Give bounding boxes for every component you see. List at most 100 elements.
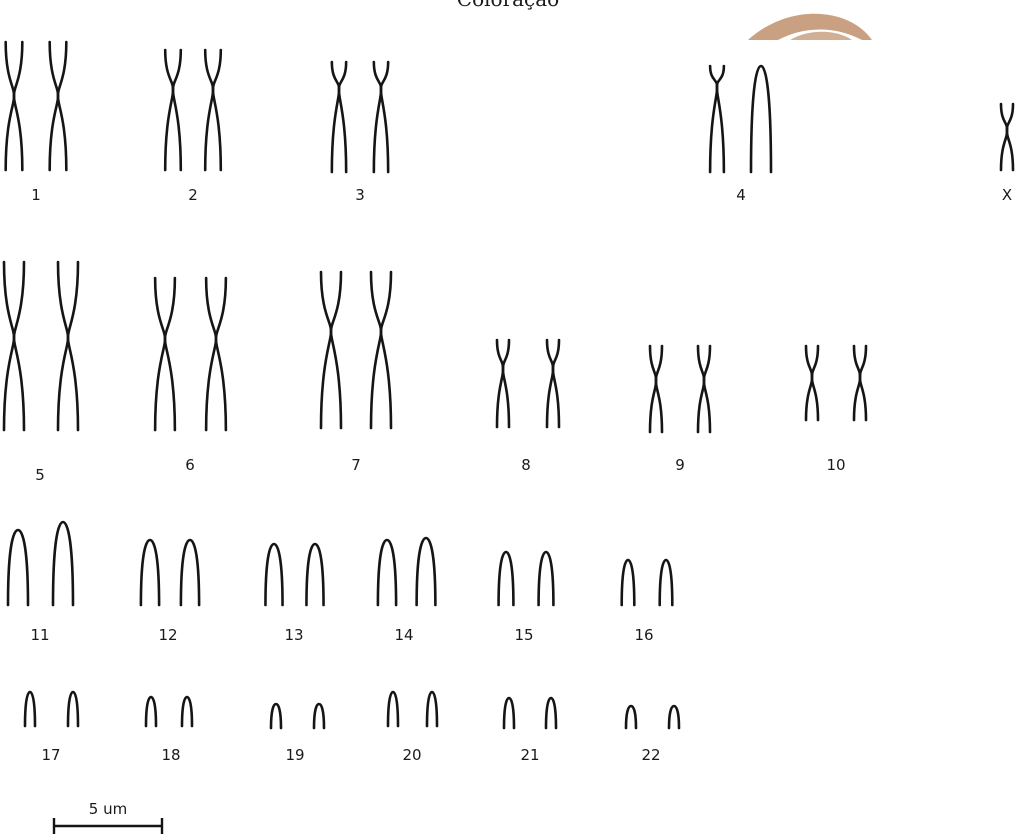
chromatid-arm xyxy=(417,538,436,605)
chromosome-pair-2: 2 xyxy=(165,50,221,204)
chromosome-pair-9: 9 xyxy=(650,346,710,474)
chromatid-arm xyxy=(50,42,67,170)
chromosome-label: 18 xyxy=(161,746,180,764)
chromosome xyxy=(53,522,73,605)
chromatid-arm xyxy=(626,706,636,728)
chromosome-pair-15: 15 xyxy=(499,552,554,644)
chromosome xyxy=(25,692,35,726)
chromosome xyxy=(374,62,388,172)
chromosome xyxy=(1001,104,1013,170)
chromatid-arm xyxy=(53,522,73,605)
chromosome xyxy=(4,262,24,430)
chromatid-arm xyxy=(321,272,341,428)
chromosome-pair-11: 11 xyxy=(8,522,73,644)
chromosome xyxy=(539,552,554,605)
chromosome xyxy=(181,540,199,605)
chromatid-arm xyxy=(6,42,23,170)
chromosome-label: 15 xyxy=(514,626,533,644)
chromosome-label: 4 xyxy=(736,186,746,204)
chromosome-pair-13: 13 xyxy=(265,544,323,644)
chromosome xyxy=(271,704,281,728)
brand-swoosh-logo xyxy=(748,14,872,40)
chromosome-label: 21 xyxy=(520,746,539,764)
chromosome-pair-3: 3 xyxy=(332,62,388,204)
chromosome-label: 5 xyxy=(35,466,45,484)
chromosome-label: 11 xyxy=(30,626,49,644)
chromatid-arm xyxy=(58,262,78,430)
chromosome-label: 22 xyxy=(641,746,660,764)
chromosome-label: X xyxy=(1002,186,1012,204)
chromatid-arm xyxy=(546,698,556,728)
chromatid-arm xyxy=(68,692,78,726)
chromosome-label: 3 xyxy=(355,186,365,204)
chromosome xyxy=(854,346,866,420)
chromosome xyxy=(669,706,679,728)
chromosome-label: 2 xyxy=(188,186,198,204)
chromosome xyxy=(650,346,662,432)
chromosome xyxy=(321,272,341,428)
diagram-title: Coloração xyxy=(457,0,559,11)
chromosome xyxy=(417,538,436,605)
chromatid-arm xyxy=(499,552,514,605)
chromosome-pair-7: 7 xyxy=(321,272,391,474)
chromosome-label: 8 xyxy=(521,456,531,474)
chromatid-arm xyxy=(6,42,23,170)
chromosome xyxy=(58,262,78,430)
chromatid-arm xyxy=(751,66,771,172)
chromatid-arm xyxy=(660,560,673,605)
chromosome-label: 9 xyxy=(675,456,685,474)
chromatid-arm xyxy=(306,544,323,605)
chromatid-arm xyxy=(427,692,437,726)
chromosome xyxy=(205,50,221,170)
chromosome-pair-18: 18 xyxy=(146,697,192,764)
chromosome xyxy=(547,340,559,427)
chromosome xyxy=(146,697,156,726)
scale-bar-label: 5 um xyxy=(89,800,127,818)
chromatid-arm xyxy=(539,552,554,605)
chromosome xyxy=(427,692,437,726)
chromosome xyxy=(710,66,724,172)
chromatid-arm xyxy=(388,692,398,726)
chromosome xyxy=(50,42,67,170)
chromosome xyxy=(182,697,192,726)
chromosome-label: 10 xyxy=(826,456,845,474)
chromosome xyxy=(314,704,324,728)
chromatid-arm xyxy=(622,560,635,605)
chromatid-arm xyxy=(321,272,341,428)
chromosome xyxy=(660,560,673,605)
chromosome xyxy=(698,346,710,432)
chromosome xyxy=(265,544,282,605)
chromosome xyxy=(68,692,78,726)
chromosome xyxy=(388,692,398,726)
chromosome xyxy=(306,544,323,605)
chromosome-pair-4: 4 xyxy=(710,66,771,204)
chromatid-arm xyxy=(504,698,514,728)
chromosome-pair-10: 10 xyxy=(806,346,866,474)
chromosome-label: 17 xyxy=(41,746,60,764)
chromosome-pair-14: 14 xyxy=(378,538,435,644)
chromosome-pair-8: 8 xyxy=(497,340,559,474)
chromosome xyxy=(378,540,396,605)
chromosome-pair-16: 16 xyxy=(622,560,673,644)
chromatid-arm xyxy=(50,42,67,170)
chromosome xyxy=(504,698,514,728)
chromosome-label: 14 xyxy=(394,626,413,644)
chromatid-arm xyxy=(155,278,175,430)
chromosome xyxy=(371,272,391,428)
chromosome-label: 16 xyxy=(634,626,653,644)
chromosome xyxy=(499,552,514,605)
chromosome-pair-6: 6 xyxy=(155,278,226,474)
chromatid-arm xyxy=(146,697,156,726)
chromatid-arm xyxy=(314,704,324,728)
chromosome-label: 13 xyxy=(284,626,303,644)
chromosome-pair-17: 17 xyxy=(25,692,78,764)
chromatid-arm xyxy=(206,278,226,430)
chromosome-pair-x: X xyxy=(1001,104,1013,204)
chromosome xyxy=(141,540,159,605)
chromosome xyxy=(622,560,635,605)
scale-bar: 5 um xyxy=(54,800,162,834)
chromosome-pair-5: 5 xyxy=(4,262,78,484)
chromosome-label: 7 xyxy=(351,456,361,474)
